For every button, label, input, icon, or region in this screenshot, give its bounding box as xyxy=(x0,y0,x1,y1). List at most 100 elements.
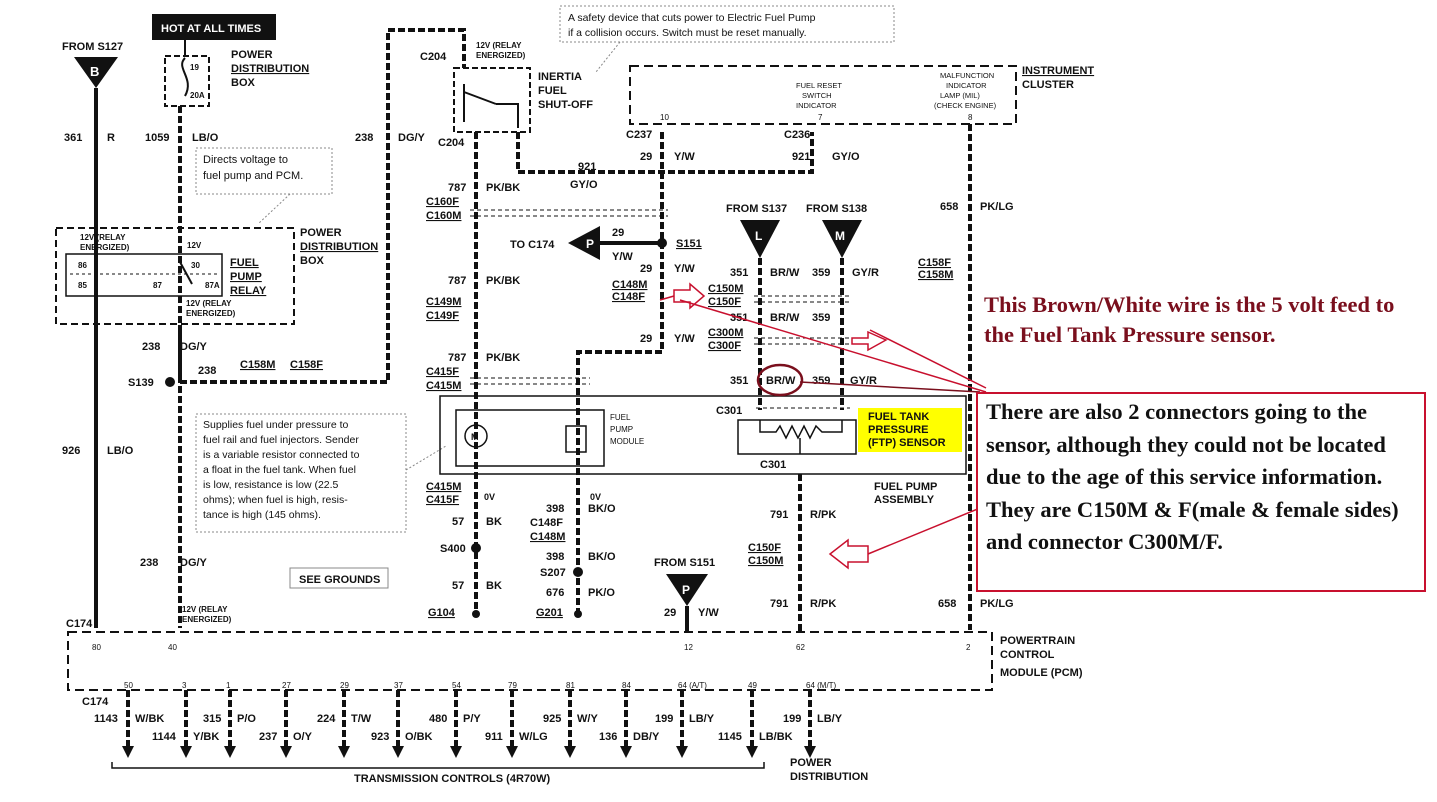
svg-text:62: 62 xyxy=(796,643,805,652)
svg-text:S151: S151 xyxy=(676,238,702,250)
pcm-box xyxy=(67,631,993,691)
relay-body xyxy=(65,253,223,297)
svg-text:MODULE: MODULE xyxy=(610,437,644,446)
svg-text:57: 57 xyxy=(452,580,464,592)
circuit-1059: 1059 xyxy=(145,132,169,144)
output-circuit-7: 911 xyxy=(485,731,503,743)
svg-text:RELAY: RELAY xyxy=(230,285,267,297)
svg-text:0V: 0V xyxy=(590,492,601,502)
svg-text:BR/W: BR/W xyxy=(770,312,800,324)
svg-text:(CHECK ENGINE): (CHECK ENGINE) xyxy=(934,101,997,110)
pcm-pin-5: 37 xyxy=(394,681,403,690)
pin-85: 85 xyxy=(78,281,87,290)
svg-text:MALFUNCTION: MALFUNCTION xyxy=(940,71,994,80)
svg-text:Y/W: Y/W xyxy=(698,607,719,619)
svg-text:BK/O: BK/O xyxy=(588,551,616,563)
dgy-wire-group: 238 DG/Y S139 238 C158M C158F 238 DG/Y 9… xyxy=(62,28,466,569)
svg-text:C150F: C150F xyxy=(708,296,741,308)
from-s127-group: FROM S127 B 361 R xyxy=(62,41,123,628)
output-color-10: LB/Y xyxy=(689,713,715,725)
connector-m-triangle xyxy=(822,220,862,258)
see-grounds-box xyxy=(289,567,389,589)
svg-text:DISTRIBUTION: DISTRIBUTION xyxy=(231,63,309,75)
pdb2-label: POWER xyxy=(300,227,342,239)
svg-text:PK/BK: PK/BK xyxy=(486,182,520,194)
svg-text:398: 398 xyxy=(546,503,564,515)
svg-text:(FTP) SENSOR: (FTP) SENSOR xyxy=(868,437,946,449)
svg-text:791: 791 xyxy=(770,509,788,521)
svg-text:M: M xyxy=(471,432,479,442)
output-arrow-icon-4 xyxy=(338,746,350,758)
svg-text:MODULE (PCM): MODULE (PCM) xyxy=(1000,667,1083,679)
svg-text:PRESSURE: PRESSURE xyxy=(868,424,929,436)
svg-text:R/PK: R/PK xyxy=(810,509,836,521)
svg-text:C415F: C415F xyxy=(426,366,459,378)
svg-text:7: 7 xyxy=(818,113,823,122)
svg-text:CONTROL: CONTROL xyxy=(1000,649,1055,661)
svg-text:C149M: C149M xyxy=(426,296,461,308)
color-r: R xyxy=(107,132,115,144)
inertia-switch-icon xyxy=(463,84,519,128)
s151-splice xyxy=(657,238,667,248)
wire-921-group: C204 921 GY/O xyxy=(516,132,814,191)
svg-text:POWER: POWER xyxy=(790,757,832,769)
svg-text:DISTRIBUTION: DISTRIBUTION xyxy=(790,771,868,783)
fuse-19: 19 xyxy=(190,63,199,72)
c174-left: C174 xyxy=(66,618,93,630)
relay-12v-pcm: 12V (RELAY xyxy=(182,605,228,614)
svg-text:ENERGIZED): ENERGIZED) xyxy=(186,309,236,318)
svg-text:359: 359 xyxy=(812,375,830,387)
svg-text:80: 80 xyxy=(92,643,101,652)
from-s127-label: FROM S127 xyxy=(62,41,123,53)
svg-text:C174: C174 xyxy=(82,696,109,708)
svg-text:Y/W: Y/W xyxy=(674,263,695,275)
circuit-361: 361 xyxy=(64,132,82,144)
fuel-pump-module-box xyxy=(455,409,605,467)
output-color-9: DB/Y xyxy=(633,731,660,743)
connector-p-triangle xyxy=(666,574,708,606)
svg-text:12: 12 xyxy=(684,643,693,652)
output-circuit-12: 199 xyxy=(783,713,801,725)
output-arrow-icon-12 xyxy=(804,746,816,758)
output-circuit-0: 1143 xyxy=(94,713,118,725)
c204-bottom: C204 xyxy=(438,137,465,149)
svg-text:SWITCH: SWITCH xyxy=(802,91,832,100)
fuel-pump-relay-group: 12V (RELAY ENERGIZED) 12V 86 85 30 87 87… xyxy=(55,227,378,325)
svg-text:Y/W: Y/W xyxy=(674,151,695,163)
color-dgy-d: DG/Y xyxy=(180,557,208,569)
svg-text:BK/O: BK/O xyxy=(588,503,616,515)
svg-text:29: 29 xyxy=(664,607,676,619)
pcm-pin-3: 27 xyxy=(282,681,291,690)
svg-text:P: P xyxy=(586,237,594,251)
hot-at-all-times-box xyxy=(152,14,276,40)
output-color-11: LB/BK xyxy=(759,731,793,743)
brw-highlight-circle xyxy=(756,363,804,397)
svg-text:PK/O: PK/O xyxy=(588,587,615,599)
output-circuit-8: 925 xyxy=(543,713,561,725)
svg-text:G104: G104 xyxy=(428,607,456,619)
svg-text:658: 658 xyxy=(938,598,956,610)
pcm-pin-10: 64 (A/T) xyxy=(678,681,707,690)
svg-text:C150M: C150M xyxy=(748,555,783,567)
svg-text:SHUT-OFF: SHUT-OFF xyxy=(538,99,593,111)
c204-top: C204 xyxy=(420,51,447,63)
color-lbo-b: LB/O xyxy=(107,445,134,457)
motor-icon xyxy=(464,424,488,448)
svg-text:921: 921 xyxy=(792,151,810,163)
fuse-icon xyxy=(181,57,189,97)
pin-87a: 87A xyxy=(205,281,220,290)
arrow-c150-low xyxy=(828,538,869,570)
svg-text:FROM S137: FROM S137 xyxy=(726,203,787,215)
relay-12v: 12V xyxy=(187,241,202,250)
output-circuit-2: 315 xyxy=(203,713,221,725)
svg-text:PK/LG: PK/LG xyxy=(980,598,1014,610)
svg-text:C158F: C158F xyxy=(918,257,951,269)
svg-text:C300M: C300M xyxy=(708,327,743,339)
output-color-3: O/Y xyxy=(293,731,313,743)
svg-text:L: L xyxy=(755,229,762,243)
output-arrow-icon-0 xyxy=(122,746,134,758)
svg-text:GY/O: GY/O xyxy=(570,179,598,191)
output-color-1: Y/BK xyxy=(193,731,219,743)
color-lbo: LB/O xyxy=(192,132,219,144)
